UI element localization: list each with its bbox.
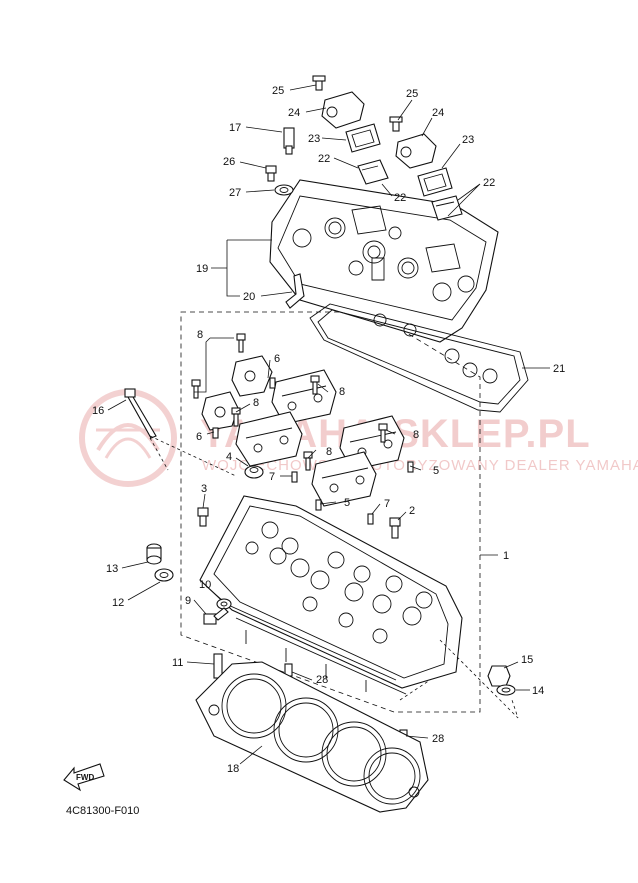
cover-24b bbox=[395, 133, 437, 169]
callout-26: 26 bbox=[223, 156, 235, 168]
bolt-25a bbox=[312, 75, 326, 91]
cover-24a bbox=[321, 91, 365, 129]
callout-8: 8 bbox=[197, 329, 203, 341]
head-cover-gasket bbox=[309, 303, 529, 413]
stud-bolt-16 bbox=[124, 388, 169, 471]
callout-14: 14 bbox=[532, 685, 544, 697]
callout-9: 9 bbox=[185, 595, 191, 607]
callout-5: 5 bbox=[344, 497, 350, 509]
callout-8: 8 bbox=[339, 386, 345, 398]
callout-7: 7 bbox=[384, 498, 390, 510]
callout-28: 28 bbox=[316, 674, 328, 686]
callout-13: 13 bbox=[106, 563, 118, 575]
fwd-label: FWD bbox=[76, 773, 94, 782]
callout-22: 22 bbox=[318, 153, 330, 165]
callout-6: 6 bbox=[196, 431, 202, 443]
callout-25: 25 bbox=[272, 85, 284, 97]
fwd-arrow-icon: FWD bbox=[63, 763, 105, 792]
reed-valve-22b bbox=[431, 195, 463, 221]
callout-23: 23 bbox=[308, 133, 320, 145]
cam-cap-left-lower bbox=[201, 391, 239, 431]
callout-1: 1 bbox=[503, 550, 509, 562]
cam-cap-1 bbox=[271, 369, 337, 425]
gasket-loops bbox=[373, 313, 498, 384]
cam-cap-left-upper bbox=[231, 355, 273, 397]
callout-20: 20 bbox=[243, 291, 255, 303]
callout-11: 11 bbox=[172, 657, 183, 669]
gasket-23b bbox=[417, 167, 453, 197]
callout-18: 18 bbox=[227, 763, 239, 775]
diagram-code: 4C81300-F010 bbox=[66, 805, 139, 817]
callout-16: 16 bbox=[92, 405, 104, 417]
cam-cap-4 bbox=[311, 451, 377, 507]
bolt-25b bbox=[389, 116, 403, 132]
nut-4 bbox=[244, 465, 264, 479]
callout-24: 24 bbox=[288, 107, 300, 119]
callout-8: 8 bbox=[326, 446, 332, 458]
leader-lines bbox=[107, 84, 550, 765]
callout-7: 7 bbox=[269, 471, 275, 483]
callout-8: 8 bbox=[413, 429, 419, 441]
fitting-3 bbox=[197, 507, 209, 527]
callout-17: 17 bbox=[229, 122, 241, 134]
washer-14 bbox=[496, 684, 516, 696]
fitting-2 bbox=[389, 517, 401, 539]
callout-15: 15 bbox=[521, 654, 533, 666]
callout-22: 22 bbox=[483, 177, 495, 189]
callout-19: 19 bbox=[196, 263, 208, 275]
callout-2: 2 bbox=[409, 505, 415, 517]
gasket-23a bbox=[345, 123, 381, 153]
valve-pockets bbox=[245, 521, 433, 644]
callout-27: 27 bbox=[229, 187, 241, 199]
callout-4: 4 bbox=[226, 451, 232, 463]
callout-5: 5 bbox=[433, 465, 439, 477]
callout-28: 28 bbox=[432, 733, 444, 745]
callout-22: 22 bbox=[394, 192, 406, 204]
cam-cap-2 bbox=[235, 411, 303, 467]
callout-24: 24 bbox=[432, 107, 444, 119]
callout-12: 12 bbox=[112, 597, 124, 609]
callout-10: 10 bbox=[199, 579, 211, 591]
cylinder-head-gasket bbox=[195, 661, 429, 813]
callout-21: 21 bbox=[553, 363, 565, 375]
watermark-subtitle: WOJCIECHOWSKI - AUTORYZOWANY DEALER YAMA… bbox=[202, 457, 638, 474]
reed-valve-22a bbox=[357, 159, 389, 185]
cylinder-head-cover bbox=[269, 179, 499, 343]
bolt-9 bbox=[203, 607, 229, 625]
dowel-pins bbox=[212, 377, 414, 525]
washer-12 bbox=[154, 568, 174, 582]
stud-11 bbox=[213, 653, 223, 679]
callout-25: 25 bbox=[406, 88, 418, 100]
callout-8: 8 bbox=[253, 397, 259, 409]
callout-6: 6 bbox=[274, 353, 280, 365]
bolt-26 bbox=[265, 165, 277, 182]
bracket-20 bbox=[285, 273, 305, 309]
sensor-17 bbox=[283, 127, 295, 155]
plug-13 bbox=[146, 543, 162, 565]
callout-labels: 25 24 25 24 17 23 23 26 22 22 22 27 19 2… bbox=[92, 85, 565, 775]
callout-3: 3 bbox=[201, 483, 207, 495]
washer-27 bbox=[274, 184, 294, 196]
cylinder-head bbox=[199, 495, 463, 695]
nut-15 bbox=[487, 665, 511, 687]
callout-23: 23 bbox=[462, 134, 474, 146]
